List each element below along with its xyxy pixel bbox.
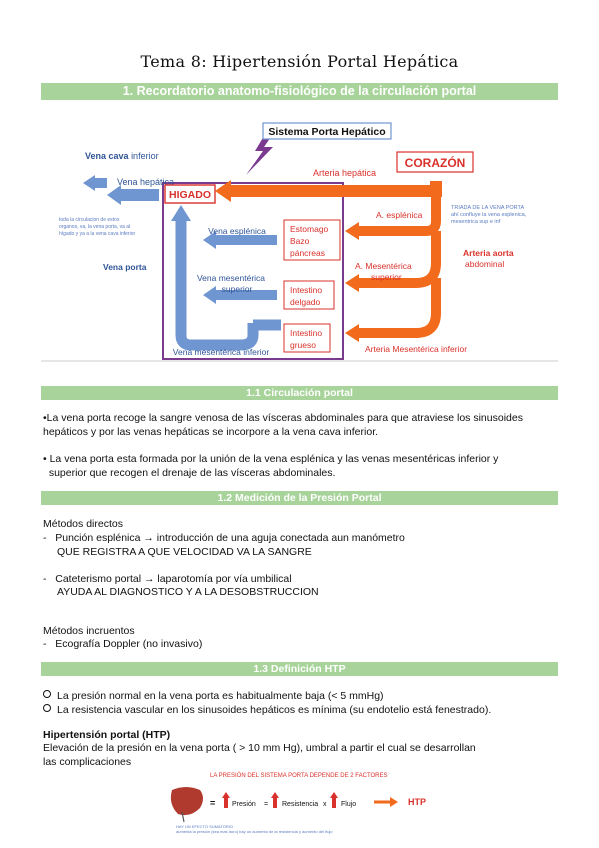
fig-header: LA PRESIÓN DEL SISTEMA PORTA DEPENDE DE … <box>210 772 388 779</box>
arrow-right-icon <box>390 797 398 807</box>
portal-circulation-diagram: Sistema Porta Hepático Vena cava inferio… <box>41 122 558 362</box>
paragraph-2-line-2: superior que recogen el drenaje de las v… <box>43 467 336 479</box>
liver-icon <box>170 787 203 816</box>
intestino-grueso-box <box>283 323 331 353</box>
fig-eq: = <box>210 798 215 808</box>
intestino-delgado-box <box>283 280 335 310</box>
corazon-box <box>396 151 474 173</box>
section-heading-12: 1.2 Medición de la Presión Portal <box>41 491 558 505</box>
incruento-1: - Ecografía Doppler (no invasivo) <box>43 638 203 650</box>
vena-cava-label: Vena cava inferior <box>85 151 159 161</box>
fig-eq-2: = <box>264 801 268 808</box>
htp-title: Hipertensión portal (HTP) <box>43 729 171 741</box>
vena-mes-inf-label: Vena mesentérica inferior <box>173 347 270 357</box>
section-heading-13: 1.3 Definición HTP <box>41 662 558 676</box>
higado-box <box>164 184 216 204</box>
vena-mes-sup-label-1: Vena mesentérica <box>197 273 265 283</box>
up-arrow-icon <box>222 792 230 798</box>
htp-text-1: Elevación de la presión en la vena porta… <box>43 742 476 754</box>
higado-label: HIGADO <box>169 189 211 201</box>
vena-hepatica-label: Vena hepática <box>117 177 174 187</box>
up-arrow-icon <box>330 792 338 798</box>
arteria-aorta-label-2: abdominal <box>465 259 504 269</box>
corazon-label: CORAZÓN <box>405 155 466 170</box>
directo-2-note: AYUDA AL DIAGNOSTICO Y A LA DESOBSTRUCCI… <box>57 586 319 598</box>
circle-bullet-icon <box>43 704 51 712</box>
metodos-incruentos: Métodos incruentos <box>43 625 135 637</box>
triada-2: ahí confluye la vena esplenica, <box>451 212 527 218</box>
paragraph-1-line-1: •La vena porta recoge la sangre venosa d… <box>43 412 523 424</box>
organ-pancreas: páncreas <box>290 248 325 258</box>
directo-1-note: QUE REGISTRA A QUE VELOCIDAD VA LA SANGR… <box>57 546 312 558</box>
estomago-box <box>283 219 341 261</box>
section-heading-1: 1. Recordatorio anatomo-fisiológico de l… <box>41 83 558 100</box>
note-left-1: toda la circulacion de estos <box>59 217 120 223</box>
triada-3: mesentrica sup e inf <box>451 219 501 225</box>
portal-system-box <box>162 182 344 360</box>
fig-foot-1: HAY UN EFECTO SUMATORIO <box>176 824 233 829</box>
a-mes-sup-label-1: A. Mesentérica <box>355 261 412 271</box>
fig-presion: Presión <box>232 801 256 808</box>
arteria-hepatica-label: Arteria hepática <box>313 168 376 178</box>
note-left-3: hígado y ya a la vena cava inferior <box>59 231 135 237</box>
sistema-porta-box <box>262 122 392 140</box>
arteria-aorta-label-1: Arteria aorta <box>463 248 514 258</box>
directo-2: - Cateterismo portal → laparotomía por v… <box>43 573 292 585</box>
paragraph-2-line-1: • La vena porta esta formada por la unió… <box>43 453 499 465</box>
intestino-grueso-1: Intestino <box>290 328 322 338</box>
bullet-1: La presión normal en la vena porta es ha… <box>43 689 384 703</box>
metodos-directos: Métodos directos <box>43 518 123 530</box>
vena-mes-sup-label-2: superior <box>222 284 253 294</box>
fig-flujo: Flujo <box>341 801 356 808</box>
fig-htp: HTP <box>408 797 426 807</box>
organ-estomago: Estomago <box>290 224 329 234</box>
note-left-2: organos, va, la vena porta, va al <box>59 224 130 230</box>
fig-resistencia: Resistencia <box>282 801 318 808</box>
arteria-mes-inf-label: Arteria Mesentérica inferior <box>365 344 467 354</box>
htp-text-2: las complicaciones <box>43 756 132 768</box>
paragraph-1-line-2: hepáticos y por las venas hepáticas se i… <box>43 426 379 438</box>
sistema-porta-label: Sistema Porta Hepático <box>268 126 385 138</box>
fig-x: x <box>323 801 327 808</box>
circle-bullet-icon <box>43 690 51 698</box>
triada-1: TRIADA DE LA VENA PORTA <box>451 205 524 211</box>
fig-foot-2: aumenta la presión (sea mas duro) hay un… <box>176 829 333 834</box>
organ-bazo: Bazo <box>290 236 310 246</box>
page-title: Tema 8: Hipertensión Portal Hepática <box>140 52 459 71</box>
vena-porta-label: Vena porta <box>103 262 147 272</box>
section-heading-11: 1.1 Circulación portal <box>41 386 558 400</box>
intestino-delgado-2: delgado <box>290 297 321 307</box>
intestino-grueso-2: grueso <box>290 340 316 350</box>
directo-1: - Punción esplénica → introducción de un… <box>43 532 405 544</box>
a-esplenica-label: A. esplénica <box>376 210 423 220</box>
vena-esplenica-label: Vena esplénica <box>208 226 266 236</box>
intestino-delgado-1: Intestino <box>290 285 322 295</box>
up-arrow-icon <box>271 792 279 798</box>
htp-factors-figure: LA PRESIÓN DEL SISTEMA PORTA DEPENDE DE … <box>170 772 426 834</box>
bullet-2: La resistencia vascular en los sinusoide… <box>43 703 491 717</box>
a-mes-sup-label-2: superior <box>371 272 402 282</box>
